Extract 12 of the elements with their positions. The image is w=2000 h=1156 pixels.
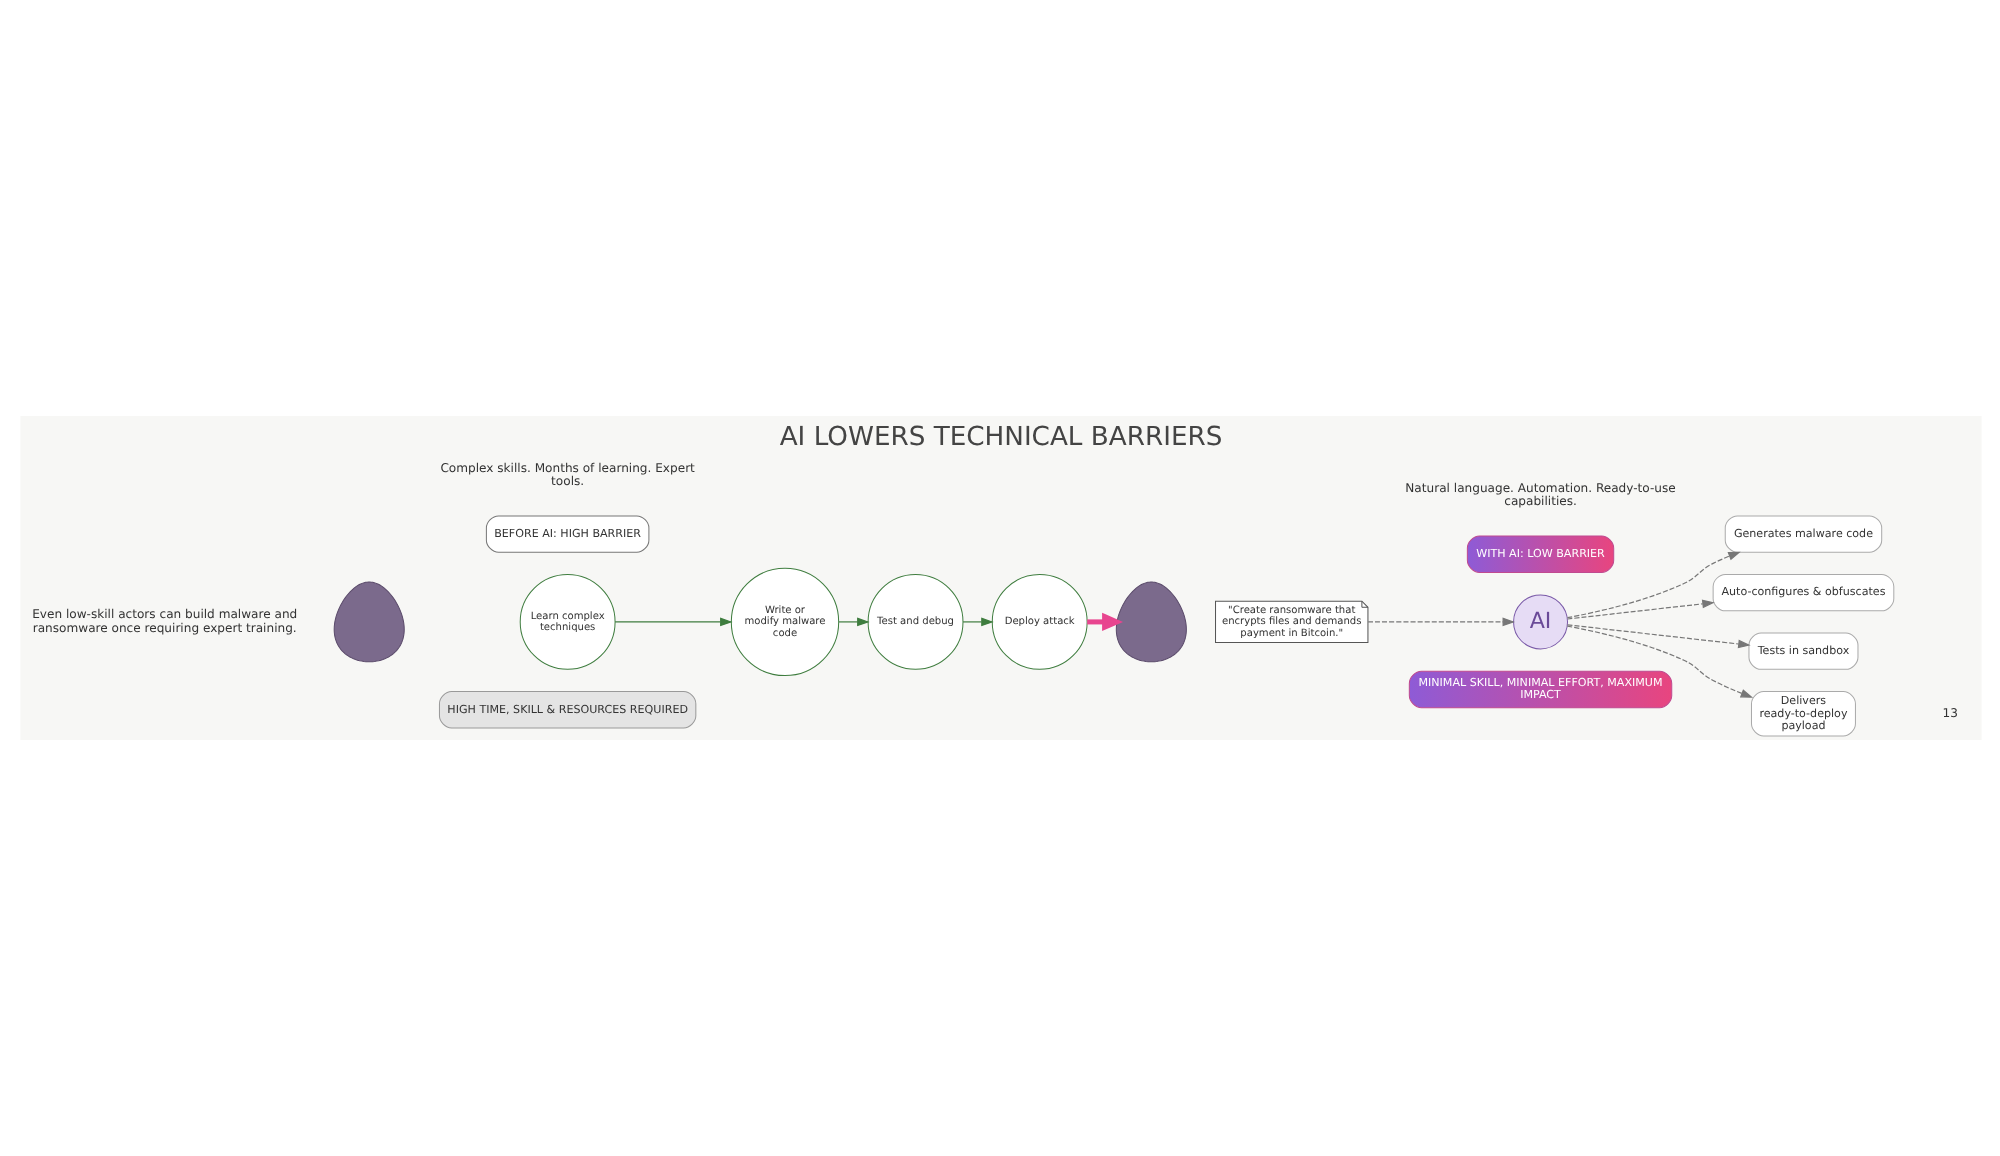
arrow <box>1366 617 1515 627</box>
arrow <box>1565 625 1753 698</box>
node-person <box>332 581 404 663</box>
arrow <box>837 617 869 627</box>
arrow <box>613 617 732 627</box>
arrow <box>1565 624 1750 649</box>
arrow <box>1565 599 1714 620</box>
node-person <box>1114 581 1186 663</box>
diagram-title: AI LOWERS TECHNICAL BARRIERS <box>778 423 1222 454</box>
arrow <box>1565 551 1740 619</box>
arrow <box>961 617 993 627</box>
node-circle: AI <box>1512 594 1568 650</box>
